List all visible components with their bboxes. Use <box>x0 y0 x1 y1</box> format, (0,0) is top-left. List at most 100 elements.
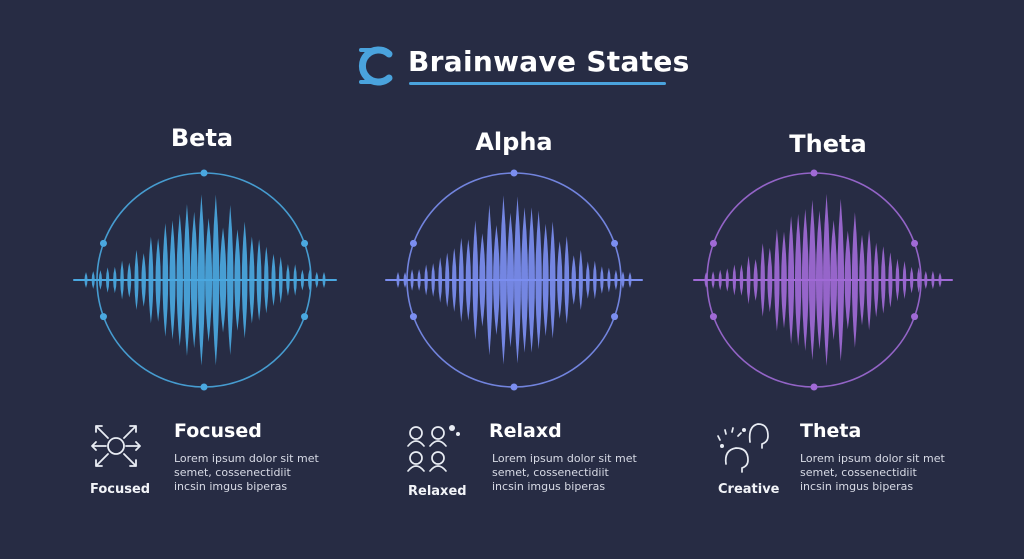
header: Brainwave States <box>355 42 689 92</box>
wave-spike <box>873 242 879 318</box>
wave-spike <box>155 238 161 322</box>
wave-spike <box>197 194 205 366</box>
ring-dot <box>409 313 417 321</box>
wave-spike <box>794 213 802 347</box>
wave-spike <box>781 231 787 329</box>
wave-spike <box>830 219 838 341</box>
wave-spike <box>823 194 831 366</box>
wave-spike <box>711 271 715 289</box>
wave-spike <box>234 229 241 331</box>
ring-dot <box>200 383 208 391</box>
title-underline <box>409 82 666 85</box>
desc-line: semet, cossenectidiit <box>800 466 917 479</box>
wave-spike <box>183 203 191 357</box>
wave-spike <box>917 267 921 293</box>
wave-spike <box>931 270 935 290</box>
desc-line: incsin imgus biperas <box>800 480 914 493</box>
wave-spike <box>506 212 514 348</box>
creative-heads-icon <box>717 423 769 473</box>
wave-spike <box>141 253 146 307</box>
panel-title-relaxd: Relaxd <box>489 420 562 442</box>
wave-spike <box>212 194 220 366</box>
wave-spike <box>895 258 900 302</box>
wave-spike <box>753 259 758 301</box>
wave-spike <box>493 225 500 335</box>
wave-spike <box>417 269 421 291</box>
ring-dot <box>911 313 919 321</box>
wave-spike <box>767 247 773 313</box>
brain-c-logo-icon <box>358 46 393 86</box>
page-title: Brainwave States <box>408 45 690 78</box>
relaxed-people-icon <box>407 425 460 472</box>
wave-spike <box>859 234 865 326</box>
wave-spike <box>542 223 549 337</box>
focus-arrows-icon <box>91 425 141 467</box>
wave-spike <box>424 264 428 296</box>
ring-dot <box>200 169 208 177</box>
state-label-beta: Beta <box>170 124 234 152</box>
wave-spike <box>607 267 611 293</box>
wave-spike <box>190 211 198 349</box>
ring-dot <box>99 239 107 247</box>
wave-spike <box>307 269 312 291</box>
wave-spike <box>105 267 110 293</box>
wave-spike <box>322 272 326 288</box>
ring-dot <box>611 239 619 247</box>
wave-spike <box>286 263 290 297</box>
icon-caption-focused: Focused <box>90 482 151 497</box>
wave-spike <box>264 246 269 314</box>
wave-spike <box>888 252 893 308</box>
wave-spike <box>593 260 597 300</box>
wave-spike <box>528 207 535 353</box>
panel-description-theta: Lorem ipsum dolor sit met semet, cossene… <box>800 452 950 494</box>
wave-spike <box>219 227 227 333</box>
wave-spike <box>514 196 522 364</box>
wave-spike <box>113 266 117 294</box>
wave-spike <box>98 270 103 290</box>
wave-spike <box>704 272 708 288</box>
wave-spike <box>774 228 780 332</box>
wave-spike <box>134 249 139 311</box>
wave-spike <box>621 271 625 289</box>
wave-spike <box>837 198 845 362</box>
wave-spike <box>403 272 407 288</box>
wave-spike <box>396 271 400 289</box>
wave-spike <box>844 230 852 330</box>
wave-spike <box>614 269 618 291</box>
wave-spike <box>84 272 88 288</box>
alpha-waveform <box>385 169 643 391</box>
wave-spike <box>760 243 765 317</box>
wave-spike <box>486 204 493 356</box>
panel-description-alpha: Lorem ipsum dolor sit met semet, cossene… <box>492 452 642 494</box>
desc-line: semet, cossenectidiit <box>492 466 609 479</box>
ring-dot <box>510 169 518 177</box>
desc-line: incsin imgus biperas <box>492 480 606 493</box>
theta-waveform <box>693 169 953 391</box>
wave-spike <box>808 199 816 361</box>
wave-spike <box>628 272 632 288</box>
wave-spike <box>120 260 124 300</box>
beta-waveform <box>73 169 337 391</box>
icon-caption-creative: Creative <box>718 482 780 497</box>
wave-spike <box>938 272 942 288</box>
wave-spike <box>227 204 234 356</box>
wave-spike <box>585 261 590 299</box>
wave-spike <box>445 252 450 308</box>
desc-line: Lorem ipsum dolor sit met <box>800 452 945 465</box>
desc-line: Lorem ipsum dolor sit met <box>174 452 319 465</box>
wave-spike <box>458 237 464 323</box>
wave-spike <box>739 264 744 296</box>
wave-spike <box>718 269 722 291</box>
wave-spike <box>278 256 283 304</box>
wave-spike <box>205 217 213 343</box>
panel-description-beta: Lorem ipsum dolor sit met semet, cossene… <box>174 452 324 494</box>
desc-line: incsin imgus biperas <box>174 480 288 493</box>
wave-spike <box>732 264 737 296</box>
ring-dot <box>709 239 717 247</box>
wave-spike <box>300 269 305 291</box>
wave-spike <box>465 239 471 321</box>
wave-spike <box>169 220 176 340</box>
wave-spike <box>127 262 132 298</box>
panel-title-focused: Focused <box>174 420 262 442</box>
